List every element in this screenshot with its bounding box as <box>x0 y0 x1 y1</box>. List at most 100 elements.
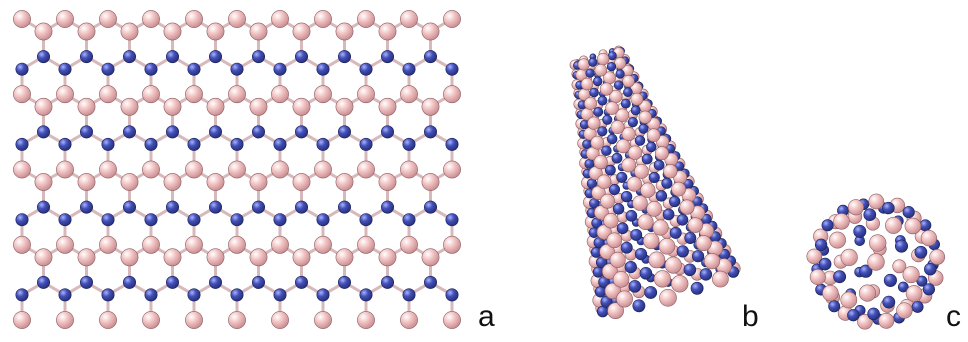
cage-boron-atom <box>840 291 858 309</box>
sheet-boron-atom <box>13 10 31 28</box>
sheet-nitrogen-atom <box>380 50 394 64</box>
sheet-nitrogen-atom <box>36 275 50 289</box>
tube-nitrogen-atom <box>683 263 697 277</box>
sheet-boron-atom <box>13 235 31 254</box>
sheet-nitrogen-atom <box>230 288 244 302</box>
sheet-nitrogen-atom <box>402 62 416 76</box>
sheet-nitrogen-atom <box>273 137 287 151</box>
sheet-nitrogen-atom <box>36 200 50 214</box>
sheet-nitrogen-atom <box>209 275 223 289</box>
tube-boron-atom <box>596 174 612 189</box>
sheet-boron-atom <box>185 235 203 254</box>
sheet-nitrogen-atom <box>80 275 94 289</box>
tube-nitrogen-atom <box>612 203 625 215</box>
sheet-boron-atom <box>314 160 332 179</box>
sheet-nitrogen-atom <box>337 200 351 214</box>
tube-nitrogen-atom <box>638 123 649 134</box>
tube-nitrogen-atom <box>592 266 604 278</box>
tube-boron-atom <box>652 219 669 236</box>
sheet-boron-atom <box>400 85 418 104</box>
sheet-nitrogen-atom <box>187 288 201 302</box>
sheet-boron-atom <box>443 10 461 28</box>
tube-nitrogen-atom <box>600 295 613 308</box>
sheet-boron-atom <box>228 160 246 179</box>
sheet-nitrogen-atom <box>316 62 330 76</box>
sheet-nitrogen-atom <box>58 288 72 302</box>
sheet-nitrogen-atom <box>423 275 437 289</box>
tube-boron-atom <box>587 116 601 130</box>
tube-boron-atom <box>603 213 619 229</box>
sheet-nitrogen-atom <box>402 288 416 302</box>
tube-nitrogen-atom <box>593 106 604 117</box>
sheet-nitrogen-atom <box>58 62 72 76</box>
sheet-nitrogen-atom <box>337 275 351 289</box>
tube-boron-atom <box>615 108 630 123</box>
sheet-boron-atom <box>56 160 74 179</box>
tube-boron-atom <box>599 82 613 96</box>
tube-nitrogen-atom <box>653 159 665 171</box>
sheet-boron-atom <box>206 248 225 267</box>
sheet-boron-atom <box>34 97 53 116</box>
tube-nitrogen-atom <box>684 232 697 244</box>
sheet-boron-atom <box>34 173 53 191</box>
tube-boron-atom <box>604 282 621 300</box>
tube-nitrogen-atom <box>630 228 643 241</box>
sheet-boron-atom <box>185 311 203 329</box>
sheet-boron-atom <box>228 311 246 329</box>
sheet-boron-atom <box>163 248 182 267</box>
cage-boron-atom <box>904 217 922 235</box>
sheet-boron-atom <box>400 235 418 254</box>
sheet-nitrogen-atom <box>101 288 115 302</box>
tube-nitrogen-atom <box>588 57 598 67</box>
sheet-nitrogen-atom <box>380 125 394 139</box>
tube-boron-atom <box>577 58 590 71</box>
sheet-nitrogen-atom <box>273 62 287 76</box>
tube-nitrogen-atom <box>646 141 657 153</box>
cage-nitrogen-atom <box>828 300 841 313</box>
tube-nitrogen-atom <box>607 51 617 61</box>
sheet-nitrogen-atom <box>423 50 437 64</box>
cage-nitrogen-atom <box>863 208 877 222</box>
sheet-boron-atom <box>443 311 461 329</box>
cage-nitrogen-atom <box>922 283 935 296</box>
tube-boron-atom <box>638 110 652 124</box>
tube-boron-atom <box>664 256 682 274</box>
sheet-boron-atom <box>77 97 96 116</box>
sheet-boron-atom <box>99 235 117 254</box>
tube-boron-atom <box>658 238 676 255</box>
sheet-nitrogen-atom <box>359 213 373 227</box>
cage-nitrogen-atom <box>902 206 915 219</box>
tube-nitrogen-atom <box>594 286 607 298</box>
sheet-nitrogen-atom <box>294 125 308 139</box>
sheet-nitrogen-atom <box>445 62 459 76</box>
hexagonal-bn-sheet <box>13 10 461 329</box>
tube-nitrogen-atom <box>627 117 638 128</box>
cage-boron-atom <box>905 285 923 302</box>
sheet-nitrogen-atom <box>15 213 29 227</box>
sheet-boron-atom <box>228 10 246 28</box>
sheet-nitrogen-atom <box>423 125 437 139</box>
tube-nitrogen-atom <box>606 61 617 72</box>
sheet-boron-atom <box>99 10 117 28</box>
sheet-boron-atom <box>378 97 397 116</box>
cage-nitrogen-atom <box>818 257 832 271</box>
tube-boron-atom <box>596 224 612 240</box>
sheet-nitrogen-atom <box>58 213 72 227</box>
sheet-boron-atom <box>13 85 31 104</box>
sheet-nitrogen-atom <box>316 137 330 151</box>
cage-nitrogen-atom <box>867 307 880 321</box>
cage-boron-atom <box>806 248 823 265</box>
sheet-nitrogen-atom <box>144 213 158 227</box>
tube-boron-atom <box>663 164 678 179</box>
tube-boron-atom <box>607 302 624 320</box>
cage-nitrogen-atom <box>916 275 928 287</box>
tube-boron-atom <box>621 126 636 142</box>
tube-boron-atom <box>599 244 615 260</box>
tube-boron-atom <box>671 181 686 197</box>
tube-boron-atom <box>612 271 630 288</box>
cage-nitrogen-atom <box>853 224 867 238</box>
sheet-nitrogen-atom <box>230 62 244 76</box>
cage-nitrogen-atom <box>894 239 909 253</box>
sheet-nitrogen-atom <box>101 137 115 151</box>
tube-boron-atom <box>640 182 656 198</box>
